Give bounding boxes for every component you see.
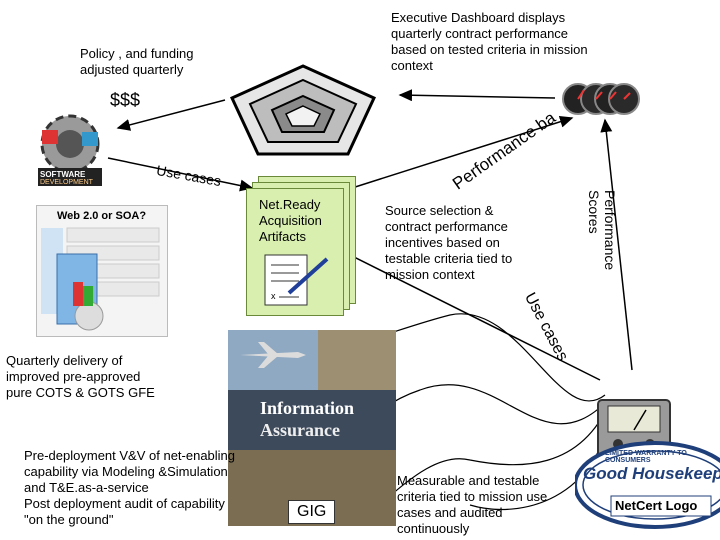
performance-scores-line1: Performance — [602, 190, 618, 271]
ia-line1: Information — [260, 398, 354, 418]
policy-funding-label: Policy , and funding adjusted quarterly — [80, 46, 194, 77]
arrow-software-to-netready — [107, 157, 254, 192]
arrow-netready-to-gauges — [351, 115, 574, 189]
measurable-criteria-label: Measurable and testable criteria tied to… — [397, 473, 548, 536]
web20-box-icon: Web 2.0 or SOA? — [36, 205, 168, 337]
predeployment-label: Pre-deployment V&V of net-enabling capab… — [24, 448, 236, 527]
svg-text:x: x — [271, 291, 276, 301]
development-label: DEVELOPMENT — [40, 179, 93, 186]
gig-label: GIG — [288, 500, 336, 524]
source-selection-label: Source selection & contract performance … — [385, 203, 513, 282]
web20-title: Web 2.0 or SOA? — [57, 210, 147, 222]
good-housekeeping-seal: LIMITED WARRANTY TO CONSUMERS Good House… — [573, 440, 720, 530]
antenna-photo — [318, 330, 396, 390]
pentagon-icon — [228, 62, 378, 158]
gauge-cluster-icon — [560, 80, 640, 118]
information-assurance-collage: Information Assurance — [228, 330, 396, 526]
ia-line2: Assurance — [260, 420, 340, 440]
netready-artifacts-label: Net.Ready Acquisition Artifacts — [259, 197, 322, 244]
software-gear-icon: SOFTWARE DEVELOPMENT — [34, 110, 106, 188]
document-stack-icon: Net.Ready Acquisition Artifacts x — [246, 188, 344, 316]
performance-scores-label: Performance Scores — [586, 190, 618, 270]
software-label: SOFTWARE — [40, 170, 86, 179]
arrow-tester-to-gauges — [600, 118, 633, 371]
arrow-pentagon-to-software — [116, 99, 226, 131]
arrow-gauges-to-pentagon — [398, 89, 556, 102]
performance-scores-line2: Scores — [586, 190, 602, 234]
seal-line2: Good Housekeeping — [583, 464, 720, 483]
executive-dashboard-label: Executive Dashboard displays quarterly c… — [391, 10, 588, 73]
ia-banner — [228, 390, 396, 450]
quarterly-delivery-label: Quarterly delivery of improved pre-appro… — [6, 353, 155, 400]
netcert-logo-label: NetCert Logo — [615, 498, 698, 513]
dollars-label: $$$ — [110, 90, 141, 110]
seal-line1: LIMITED WARRANTY TO CONSUMERS — [605, 450, 687, 464]
